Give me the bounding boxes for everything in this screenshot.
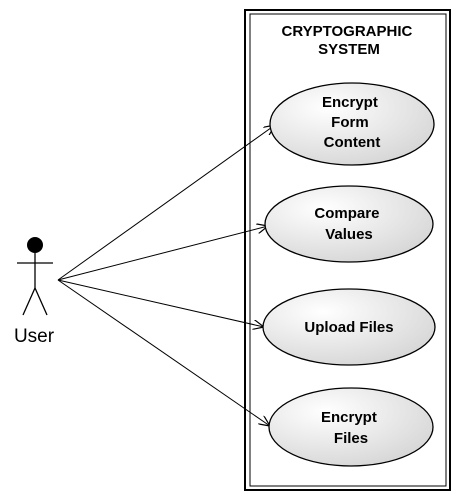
association-arrow [57, 279, 270, 426]
use-case-label: Encrypt Form Content [322, 94, 382, 151]
use-case-label-line: Files [334, 430, 368, 447]
use-case-label-line: Upload Files [304, 319, 393, 336]
actor-label: User [14, 326, 55, 347]
associations [57, 125, 275, 426]
use-case-compare-values[interactable]: Compare Values [264, 185, 434, 263]
use-case-label-line: Compare [314, 205, 379, 222]
use-case-label-line: Values [325, 226, 373, 243]
use-case-encrypt-files[interactable]: Encrypt Files [268, 387, 434, 467]
system-title: CRYPTOGRAPHIC SYSTEM [281, 23, 416, 58]
use-case-upload-files[interactable]: Upload Files [262, 288, 436, 366]
use-case-label-line: Content [324, 134, 381, 151]
system-boundary [244, 9, 451, 491]
use-case-label: Upload Files [304, 319, 393, 336]
use-case-label: Encrypt Files [321, 409, 381, 447]
use-case-label-line: Form [331, 114, 369, 131]
association-arrow [57, 279, 264, 327]
use-case-ellipse [269, 82, 435, 166]
association-arrow [57, 125, 275, 281]
actor-left-leg [22, 287, 36, 316]
system-title-line: CRYPTOGRAPHIC [281, 23, 412, 40]
use-case-ellipse [268, 387, 434, 467]
actor-user[interactable]: User [14, 237, 55, 347]
use-case-label-line: Encrypt [321, 409, 377, 426]
use-case-ellipse [264, 185, 434, 263]
actor-head [27, 237, 43, 253]
association-arrow [57, 226, 268, 281]
use-case-encrypt-form-content[interactable]: Encrypt Form Content [269, 82, 435, 166]
use-case-ellipse [262, 288, 436, 366]
system-title-line: SYSTEM [318, 41, 380, 58]
use-case-label: Compare Values [314, 205, 383, 243]
use-case-label-line: Encrypt [322, 94, 378, 111]
actor-right-leg [34, 287, 48, 316]
